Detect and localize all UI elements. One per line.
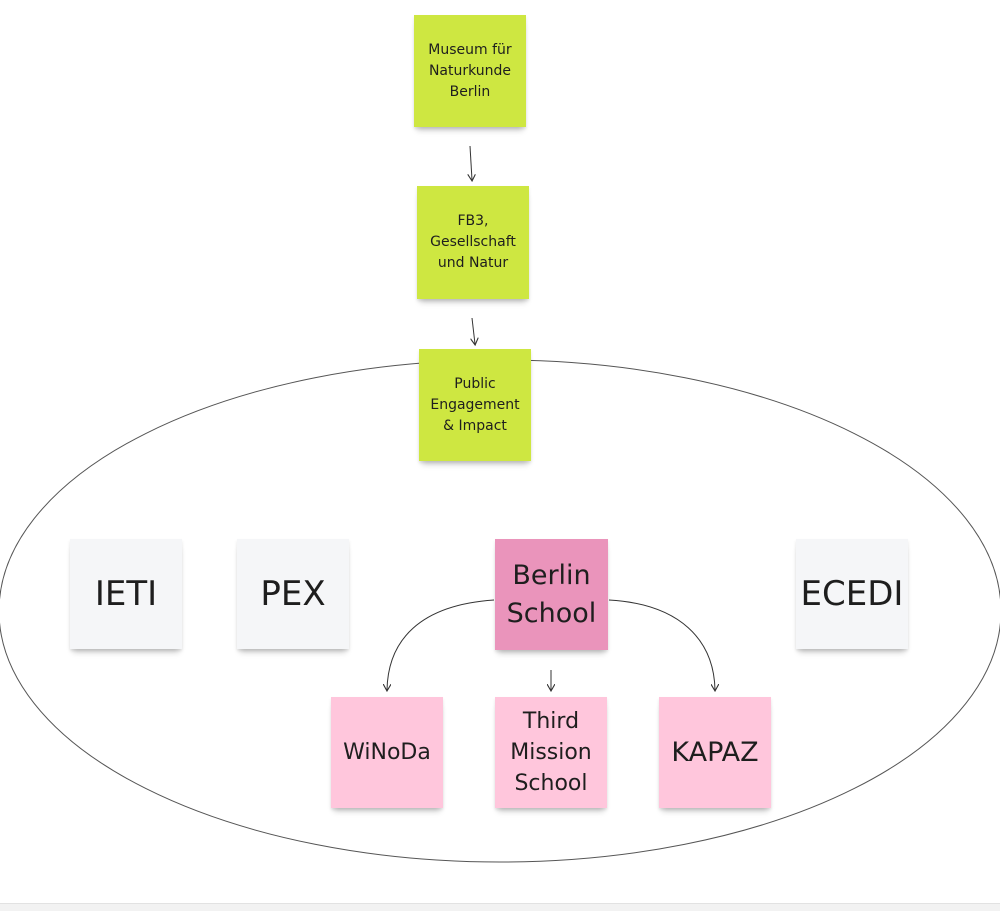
sticky-pex[interactable]: PEX (237, 539, 349, 649)
sticky-third-mission-school[interactable]: Third Mission School (495, 697, 607, 808)
arrow-berlin-school-to-winoda[interactable] (387, 599, 495, 690)
arrow-berlin-school-to-kapaz[interactable] (608, 599, 715, 690)
bottom-scroll-strip (0, 903, 1000, 911)
sticky-public-engagement-impact[interactable]: Public Engagement & Impact (419, 349, 531, 461)
sticky-kapaz[interactable]: KAPAZ (659, 697, 771, 808)
sticky-berlin-school[interactable]: Berlin School (495, 539, 608, 650)
sticky-museum-fuer-naturkunde[interactable]: Museum für Naturkunde Berlin (414, 15, 526, 127)
sticky-ecedi[interactable]: ECEDI (796, 539, 908, 649)
sticky-ieti[interactable]: IETI (70, 539, 182, 649)
arrow-museum-to-fb3[interactable] (470, 145, 472, 180)
sticky-fb3-gesellschaft-und-natur[interactable]: FB3, Gesellschaft und Natur (417, 186, 529, 299)
arrow-fb3-to-public[interactable] (472, 317, 475, 344)
sticky-winoda[interactable]: WiNoDa (331, 697, 443, 808)
